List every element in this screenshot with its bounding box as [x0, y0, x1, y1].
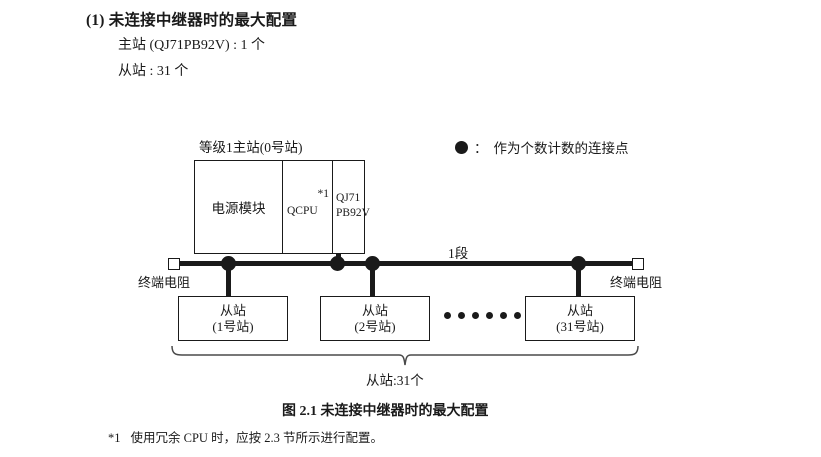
- filled-circle-icon: [455, 140, 468, 154]
- slave-station-number: (1号站): [212, 318, 254, 334]
- terminator-icon-left: [168, 258, 180, 270]
- ellipsis-dot: [514, 312, 521, 319]
- ellipsis-dots: [444, 312, 521, 319]
- network-module-line1: QJ71: [336, 192, 361, 204]
- master-station-spec-line: 主站 (QJ71PB92V) : 1 个: [118, 38, 266, 53]
- legend-label: 作为个数计数的连接点: [493, 141, 629, 156]
- slave-drop-line: [370, 263, 375, 296]
- slave-station-number: (2号站): [354, 318, 396, 334]
- connection-point-dot: [330, 256, 345, 271]
- slave-station-box: 从站 (2号站): [320, 296, 430, 341]
- slave-station-name: 从站: [566, 302, 593, 318]
- slave-station-name: 从站: [219, 302, 246, 318]
- ellipsis-dot: [458, 312, 465, 319]
- segment-label: 1段: [448, 246, 469, 261]
- network-module-line2: PB92V: [336, 207, 370, 219]
- section-title: (1) 未连接中继器时的最大配置: [86, 12, 298, 29]
- slave-count-label: 从站:31个: [366, 373, 424, 388]
- ellipsis-dot: [472, 312, 479, 319]
- slave-drop-line: [226, 263, 231, 296]
- bus-trunk-line: [174, 261, 640, 266]
- footnote: *1 使用冗余 CPU 时，应按 2.3 节所示进行配置。: [108, 427, 383, 446]
- terminator-label-right: 终端电阻: [610, 275, 663, 290]
- footnote-text: 使用冗余 CPU 时，应按 2.3 节所示进行配置。: [130, 431, 383, 445]
- power-module-cell: 电源模块: [195, 161, 283, 253]
- terminator-icon-right: [632, 258, 644, 270]
- legend: ： 作为个数计数的连接点: [455, 137, 629, 157]
- slave-station-box: 从站 (1号站): [178, 296, 288, 341]
- slave-station-name: 从站: [361, 302, 388, 318]
- slave-station-number: (31号站): [556, 318, 604, 334]
- slave-count-brace: [171, 345, 639, 366]
- slave-station-spec-line: 从站 : 31 个: [118, 64, 189, 79]
- cpu-module-label: QCPU: [287, 205, 318, 217]
- slave-drop-line: [576, 263, 581, 296]
- legend-colon: ：: [474, 141, 488, 156]
- terminator-label-left: 终端电阻: [138, 275, 191, 290]
- ellipsis-dot: [444, 312, 451, 319]
- ellipsis-dot: [486, 312, 493, 319]
- cpu-footnote-marker: *1: [317, 188, 330, 200]
- cpu-module-cell: QCPU *1: [283, 161, 333, 253]
- ellipsis-dot: [500, 312, 507, 319]
- slave-station-box: 从站 (31号站): [525, 296, 635, 341]
- master-station-caption: 等级1主站(0号站): [199, 140, 303, 155]
- figure-caption: 图 2.1 未连接中继器时的最大配置: [282, 404, 489, 419]
- footnote-marker: *1: [108, 431, 121, 445]
